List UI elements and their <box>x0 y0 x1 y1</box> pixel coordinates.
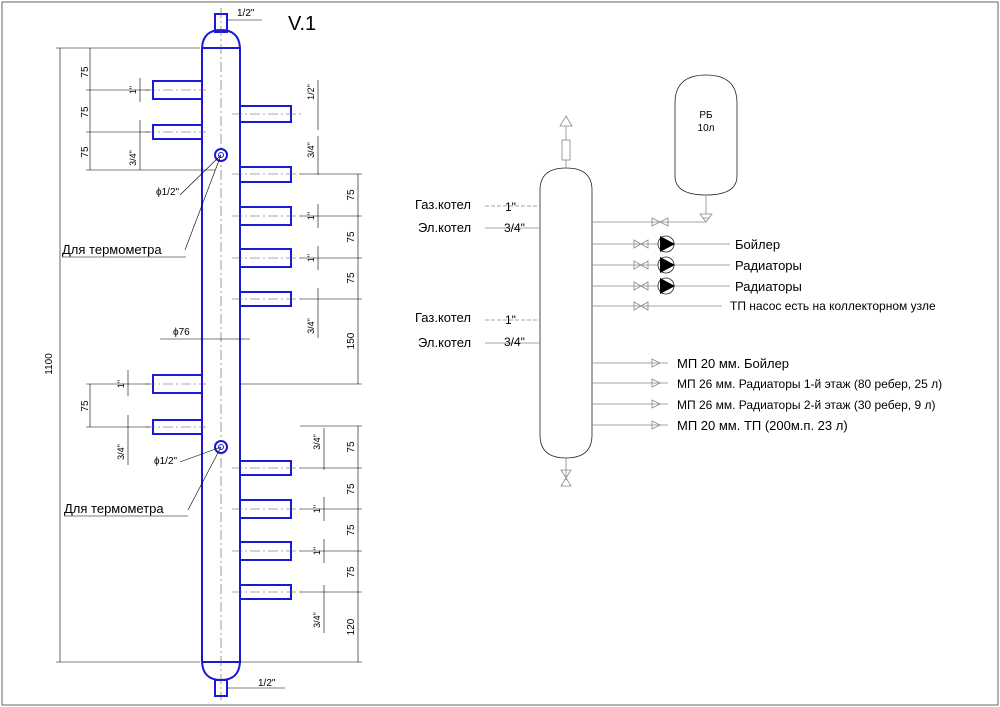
output-label-2: Радиаторы <box>735 258 802 273</box>
right-dim-4: 150 <box>346 332 357 349</box>
left-branch-2 <box>145 124 206 140</box>
right-branch-2 <box>232 166 302 183</box>
drawing-title: V.1 <box>288 13 316 35</box>
output-label-5: МП 20 мм. Бойлер <box>677 356 789 371</box>
input-el-2-size: 3/4" <box>504 335 525 349</box>
right-branch-7 <box>232 499 302 519</box>
left-dim-4: 75 <box>80 400 91 412</box>
output-label-4: ТП насос есть на коллекторном узле <box>730 299 936 313</box>
input-el-1: Эл.котел <box>418 220 471 235</box>
right-dim-3: 75 <box>346 272 357 284</box>
output-label-6: МП 26 мм. Радиаторы 1-й этаж (80 ребер, … <box>677 377 942 391</box>
tank-label: РБ <box>699 110 713 121</box>
valve-out-2 <box>633 260 649 270</box>
input-el-2: Эл.котел <box>418 335 471 350</box>
right-dim-8: 75 <box>346 566 357 578</box>
input-gas-1: Газ.котел <box>415 197 471 212</box>
right-branch-5 <box>232 291 302 307</box>
bottom-nozzle-size: 1/2" <box>258 678 276 689</box>
valve-out-6 <box>651 378 661 388</box>
right-size-6: 3/4" <box>312 434 322 450</box>
right-size-2: 3/4" <box>306 142 316 158</box>
right-branch-8 <box>232 541 302 561</box>
valve-tank <box>651 217 669 227</box>
right-dim-6: 75 <box>346 483 357 495</box>
schematic-manifold <box>539 167 593 459</box>
overall-height: 1100 <box>44 353 55 375</box>
output-label-1: Бойлер <box>735 237 780 252</box>
right-branch-9 <box>232 584 302 600</box>
thermowell-size-top: ϕ1/2" <box>156 187 180 198</box>
output-label-3: Радиаторы <box>735 279 802 294</box>
output-label-8: МП 20 мм. ТП (200м.п. 23 л) <box>677 418 848 433</box>
diameter-label: ϕ76 <box>173 327 190 338</box>
tank-volume: 10л <box>698 123 715 134</box>
valve-out-8 <box>651 420 661 430</box>
left-dim-1: 75 <box>80 66 91 78</box>
right-dim-5: 75 <box>346 441 357 453</box>
schematic-drawing: РБ 10л Газ.котел 1" Эл.котел 3/4" Газ.ко… <box>415 74 942 487</box>
right-branch-4 <box>232 248 302 268</box>
right-size-5: 3/4" <box>306 318 316 334</box>
right-dim-7: 75 <box>346 524 357 536</box>
right-dim-9: 120 <box>346 618 357 635</box>
valve-out-5 <box>651 358 661 368</box>
thermowell-size-bottom: ϕ1/2" <box>154 456 178 467</box>
left-size-4: 3/4" <box>116 444 126 460</box>
left-branch-4 <box>145 419 206 435</box>
right-size-9: 3/4" <box>312 612 322 628</box>
right-branch-3 <box>232 206 302 226</box>
left-dim-3: 75 <box>80 146 91 158</box>
input-gas-2: Газ.котел <box>415 310 471 325</box>
left-branch-3 <box>145 374 206 394</box>
input-el-1-size: 3/4" <box>504 221 525 235</box>
left-branch-1 <box>145 80 206 100</box>
valve-out-3 <box>633 281 649 291</box>
manifold-drawing: 1/2" 1/2" 1100 <box>44 8 362 700</box>
valve-out-1 <box>633 239 649 249</box>
left-size-3: 1" <box>116 380 126 388</box>
thermometer-label-bottom: Для термометра <box>64 501 164 516</box>
top-nozzle-size: 1/2" <box>237 8 255 19</box>
right-dim-1: 75 <box>346 189 357 201</box>
right-dim-2: 75 <box>346 231 357 243</box>
thermometer-label-top: Для термометра <box>62 242 162 257</box>
output-label-7: МП 26 мм. Радиаторы 2-й этаж (30 ребер, … <box>677 398 935 412</box>
valve-out-7 <box>651 399 661 409</box>
input-gas-1-size: 1" <box>505 200 516 214</box>
right-branch-6 <box>232 460 302 476</box>
left-dim-2: 75 <box>80 106 91 118</box>
input-gas-2-size: 1" <box>505 313 516 327</box>
left-size-1: 1" <box>128 86 138 94</box>
expansion-tank <box>674 74 738 196</box>
valve-out-4 <box>633 301 649 311</box>
right-size-1: 1/2" <box>306 84 316 100</box>
right-branch-1 <box>232 105 302 123</box>
left-size-2: 3/4" <box>128 150 138 166</box>
